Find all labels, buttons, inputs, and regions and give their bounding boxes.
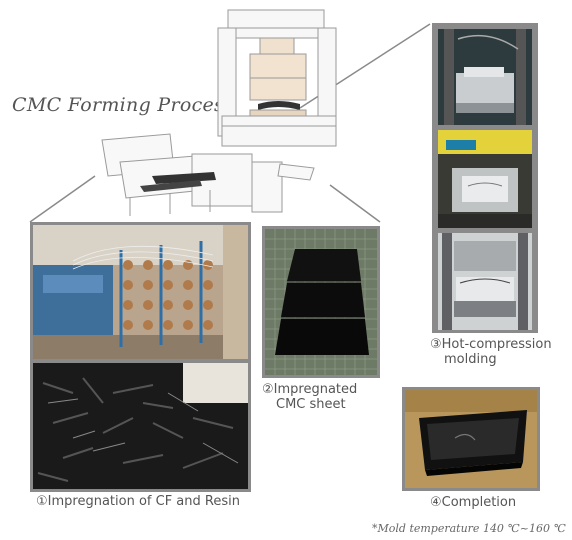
- step2-caption: ②Impregnated CMC sheet: [262, 382, 357, 412]
- press-machine-illustration: [217, 9, 337, 147]
- mold-temperature-note: *Mold temperature 140 ℃~160 ℃: [372, 522, 566, 535]
- impregnation-machine-illustration: [101, 133, 315, 216]
- diagram-title: CMC Forming Process: [12, 94, 235, 116]
- cmc-sheet-photo: [265, 229, 377, 375]
- chopped-fiber-photo: [33, 363, 248, 489]
- impregnation-line-photo: [33, 225, 248, 359]
- press-mold-photo: [438, 130, 532, 228]
- step3-caption-line1: ③Hot-compression: [430, 337, 552, 352]
- photo-frame-completion: [402, 387, 540, 491]
- photo-frame-hot-compression: [432, 23, 538, 333]
- photo-frame-chopped-fiber: [30, 360, 251, 492]
- step2-caption-line2: CMC sheet: [276, 397, 346, 412]
- photo-frame-cmc-sheet: [262, 226, 380, 378]
- press-closed-photo: [438, 233, 532, 330]
- press-open-photo: [438, 29, 532, 125]
- step4-caption: ④Completion: [430, 495, 517, 510]
- completed-tray-photo: [405, 390, 537, 488]
- photo-frame-impregnation-line: [30, 222, 251, 362]
- step3-caption-line2: molding: [444, 352, 497, 367]
- step2-caption-line1: ②Impregnated: [262, 382, 358, 397]
- step1-caption: ①Impregnation of CF and Resin: [36, 494, 240, 509]
- step3-caption: ③Hot-compression molding: [430, 337, 552, 367]
